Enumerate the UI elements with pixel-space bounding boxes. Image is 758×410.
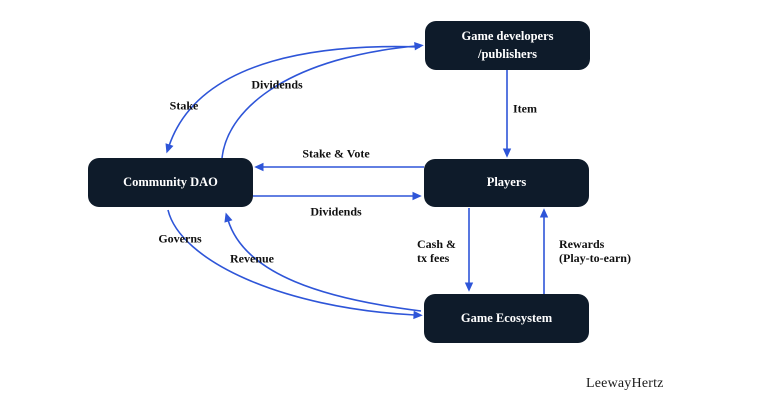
edge-label-cash-tx-fees: Cash & tx fees	[417, 237, 457, 265]
node-game-ecosystem-label: Game Ecosystem	[460, 310, 553, 325]
node-players: Players	[424, 159, 589, 207]
edge-label-governs: Governs	[158, 231, 202, 246]
node-game-developers: Game developers /publishers	[425, 21, 590, 70]
leewayhertz-brand: LeewayHertz	[586, 376, 664, 391]
edge-label-stake: Stake	[169, 98, 199, 113]
node-game-ecosystem: Game Ecosystem	[424, 294, 589, 343]
node-game-developers-label-line2: /publishers	[477, 46, 538, 61]
edge-label-revenue: Revenue	[230, 251, 274, 266]
edge-label-item: Item	[513, 101, 537, 116]
node-community-dao-label: Community DAO	[123, 174, 218, 189]
edge-label-rewards-line2: (Play-to-earn)	[559, 250, 631, 265]
node-players-label: Players	[486, 175, 527, 190]
edge-label-stake-and-vote: Stake & Vote	[302, 146, 370, 161]
edge-revenue-arrow	[224, 212, 422, 312]
edge-label-dividends-to-players: Dividends	[310, 204, 362, 219]
edge-governs-arrow	[167, 209, 423, 320]
edge-dividends-to-developers-arrow	[221, 41, 424, 159]
edge-label-dividends-to-developers: Dividends	[251, 77, 303, 92]
node-community-dao: Community DAO	[88, 158, 253, 207]
edge-label-cash-tx-fees-line1: Cash &	[417, 237, 457, 251]
node-game-developers-label-line1: Game developers	[461, 29, 554, 43]
edge-stake-arrow	[165, 45, 421, 154]
edge-label-rewards: Rewards (Play-to-earn)	[559, 237, 631, 265]
edge-label-rewards-line1: Rewards	[559, 237, 605, 251]
edge-label-cash-tx-fees-line2: tx fees	[417, 250, 450, 265]
